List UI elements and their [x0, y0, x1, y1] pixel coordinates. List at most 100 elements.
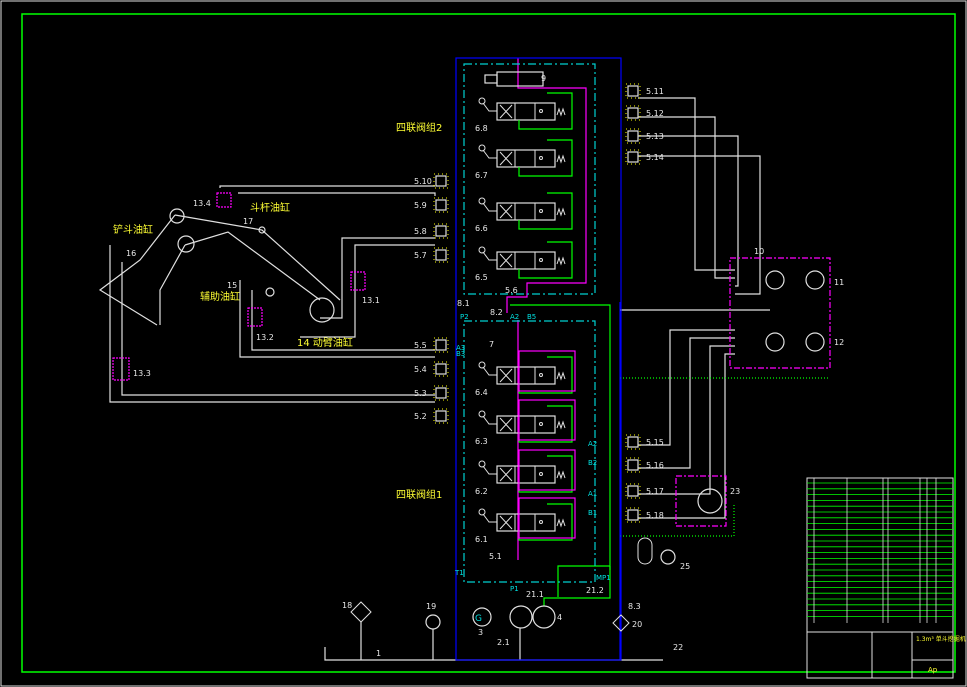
valve-section-6.7 [478, 139, 573, 177]
valve-section-6.2 [478, 455, 573, 493]
valve-label: 6.2 [475, 487, 488, 496]
valve-section-6.6 [478, 192, 573, 230]
motor-11 [805, 270, 825, 290]
lever-knob [478, 197, 486, 205]
pressure-loop [518, 497, 576, 539]
relief-valve-marker [433, 385, 449, 401]
relief-label: 5.10 [414, 177, 432, 186]
relief-valve-marker [625, 83, 641, 99]
label-13.1: 13.1 [362, 296, 380, 305]
relief-label: 5.5 [414, 341, 427, 350]
relief-valve-5.9 [435, 199, 447, 211]
lever-knob [478, 361, 486, 369]
relief-label: 5.14 [646, 153, 664, 162]
bucket-link [159, 244, 186, 325]
port-label-B2: B2 [588, 459, 597, 467]
label-13.4: 13.4 [193, 199, 211, 208]
relief-valve-5.13 [627, 130, 639, 142]
lever-knob [478, 144, 486, 152]
spring-icon [556, 256, 566, 266]
label-19: 19 [426, 602, 436, 611]
relief-valve-marker [625, 128, 641, 144]
group1-title: 四联阀组1 [396, 488, 442, 501]
lever-handle [482, 251, 497, 261]
valve-section-6.3 [478, 405, 573, 443]
gauge-19 [425, 614, 441, 630]
group2-title: 四联阀组2 [396, 121, 442, 134]
port-label-B5: B5 [527, 313, 536, 321]
check-symbol [539, 472, 543, 476]
lever-handle [482, 465, 497, 475]
pilot-loop [518, 192, 573, 230]
valve-label: 6.1 [475, 535, 488, 544]
relief-label: 5.11 [646, 87, 664, 96]
spring-icon [556, 207, 566, 217]
valve-13.4 [216, 192, 232, 208]
lever-handle [482, 202, 497, 212]
valve-cross-arrows [499, 368, 513, 383]
spring-icon [556, 420, 566, 430]
pivot-joint [177, 235, 195, 253]
engine-g [472, 607, 492, 627]
relief-valve-5.5 [435, 339, 447, 351]
port-label-P2: P2 [460, 313, 469, 321]
check-symbol [539, 422, 543, 426]
relief-valve-marker [433, 408, 449, 424]
relief-valve-5.12 [627, 107, 639, 119]
relief-label: 5.18 [646, 511, 664, 520]
bucket-cylinder-label: 铲斗油缸 [113, 223, 153, 236]
relief-label: 5.16 [646, 461, 664, 470]
spring-icon [556, 371, 566, 381]
label-22: 22 [673, 643, 683, 652]
label-2.1: 2.1 [497, 638, 510, 647]
label-5.1: 5.1 [489, 552, 502, 561]
valve-section-6.1 [478, 503, 573, 541]
relief-label: 5.15 [646, 438, 664, 447]
label-5.6: 5.6 [505, 286, 518, 295]
valve-section-6.5 [478, 241, 573, 279]
drawing-frame [21, 13, 956, 673]
relief-valve-marker [625, 457, 641, 473]
cylinder-pipe [251, 290, 435, 351]
scale-label: Ap [928, 666, 938, 674]
relief-valve-marker [625, 507, 641, 523]
pressure-loop [518, 350, 576, 392]
pilot-loop [518, 241, 573, 279]
label-4: 4 [557, 613, 562, 622]
lever-knob [478, 246, 486, 254]
label-21.2: 21.2 [586, 586, 604, 595]
cylinder-pipe [320, 237, 435, 319]
relief-valve-marker [433, 361, 449, 377]
spring-icon [556, 154, 566, 164]
component-labels: 6.86.76.66.56.46.36.26.195.105.95.85.75.… [126, 74, 844, 658]
relief-label: 5.9 [414, 201, 427, 210]
motor-pipe [638, 329, 735, 446]
label-17: 17 [243, 217, 253, 226]
label-16: 16 [126, 249, 136, 258]
lever-handle [482, 415, 497, 425]
motor-pipe [638, 97, 735, 271]
motor-pipe [638, 155, 761, 295]
pressure-line [506, 58, 587, 313]
label-7: 7 [489, 340, 494, 349]
label-18: 18 [342, 601, 352, 610]
check-symbol [539, 373, 543, 377]
valve-cross-arrows [499, 515, 513, 530]
relief-valve-marker [433, 197, 449, 213]
relief-valve-marker [625, 149, 641, 165]
port-label-A1: A1 [588, 490, 597, 498]
relief-valve-5.10 [435, 175, 447, 187]
relief-valve-5.16 [627, 459, 639, 471]
valve-cross-arrows [499, 104, 513, 119]
valve-group2-border [463, 63, 596, 295]
valve-13.3 [112, 357, 130, 381]
port-label-A2: A2 [588, 440, 597, 448]
motor-pipe [638, 337, 735, 469]
spring-icon [556, 470, 566, 480]
label-3: 3 [478, 628, 483, 637]
check-symbol [539, 156, 543, 160]
stick-cylinder-label: 斗杆油缸 [250, 201, 290, 214]
relief-label: 5.3 [414, 389, 427, 398]
spring-icon [556, 107, 566, 117]
